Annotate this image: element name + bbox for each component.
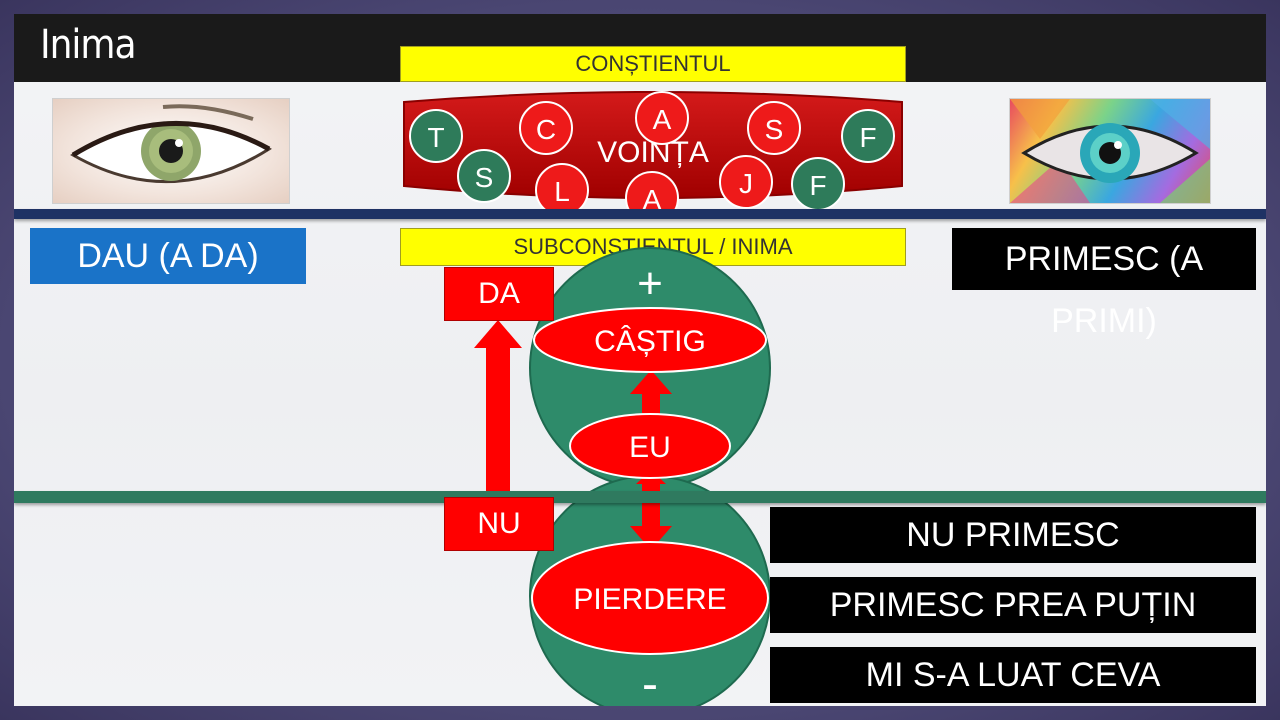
will-letter-c: C [519,101,573,155]
heart-divider [14,491,1266,503]
conscious-divider [14,209,1266,219]
loss-label: PIERDERE [573,583,726,616]
loss-item-not-receive: NU PRIMESC [770,507,1256,563]
slide: Inima CONȘTIENTUL [14,14,1266,706]
no-box: NU [444,497,554,551]
loss-item-receive-too-little: PRIMESC PREA PUȚIN [770,577,1256,633]
give-box: DAU (A DA) [30,228,306,284]
eye-image-right [1009,98,1211,204]
will-letter-s-left: S [457,149,511,203]
svg-text:A: A [653,104,672,135]
loss-ellipse [531,541,769,655]
svg-text:S: S [765,114,784,145]
yes-box: DA [444,267,554,321]
receive-box: PRIMESC (A PRIMI) [952,228,1256,340]
gain-label: CÂȘTIG [594,325,706,358]
svg-text:L: L [554,176,570,207]
will-letter-j: J [719,155,773,209]
will-letter-f-top: F [841,109,895,163]
eye-image-left [52,98,290,204]
gain-ellipse [533,307,767,373]
subconscious-label: SUBCONȘTIENTUL / INIMA [400,228,906,266]
svg-text:A: A [643,184,662,210]
plus-sign: + [637,259,663,308]
svg-text:F: F [859,122,876,153]
svg-text:T: T [427,122,444,153]
will-letter-f-bottom: F [791,157,845,211]
svg-text:C: C [536,114,556,145]
self-ellipse [569,413,731,479]
self-label: EU [629,431,671,464]
loss-item-something-taken: MI S-A LUAT CEVA [770,647,1256,703]
svg-text:J: J [739,168,753,199]
will-letter-a-top: A [635,91,689,145]
svg-text:F: F [809,170,826,201]
page-title: Inima [40,22,137,68]
will-letter-t: T [409,109,463,163]
minus-sign: - [642,658,658,706]
heart-diagram: + - CÂȘTIG EU PIERDERE [474,247,771,706]
conscious-label: CONȘTIENTUL [400,46,906,82]
up-arrow-icon [474,320,522,498]
svg-text:S: S [475,162,494,193]
will-letter-s-right: S [747,101,801,155]
will-banner: VOINȚA T C A S F [400,82,906,225]
